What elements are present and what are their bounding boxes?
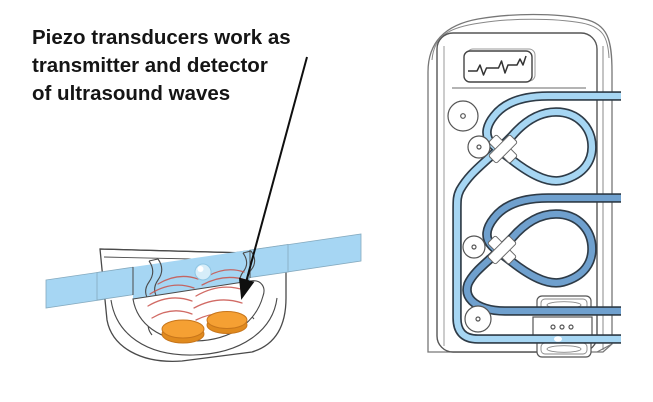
piezo-transducer-right [206, 311, 248, 334]
tube-cross-connector-upper [488, 134, 518, 164]
piezo-transducer-left [161, 319, 205, 344]
ecg-display [463, 50, 533, 83]
housing-front-wall-line [110, 297, 278, 356]
knob-large [447, 100, 479, 132]
air-bubble [194, 263, 212, 281]
knob-small-middle [462, 235, 486, 259]
ecg-waveform-icon [468, 55, 527, 76]
device-shell-inner-arch [431, 18, 610, 61]
clamp-indicator-dots [550, 324, 574, 330]
roller-knobs [447, 100, 492, 333]
annotation-line-3: of ultrasound waves [32, 82, 231, 105]
annotation-text: Piezo transducers work as transmitter an… [32, 24, 332, 108]
annotation-arrow [238, 56, 308, 300]
tube-cross-connector-lower [487, 235, 517, 265]
infusion-device-diagram [427, 13, 621, 358]
knob-small-upper [467, 135, 491, 159]
tube-through-left-wall [96, 266, 134, 301]
annotation-line-1: Piezo transducers work as [32, 26, 291, 49]
tube-bubble [554, 336, 562, 342]
bubble-sensor-diagram [45, 56, 362, 362]
tubing-circuit-upper [452, 91, 621, 344]
annotation-line-2: transmitter and detector [32, 54, 268, 77]
clamp-block [532, 295, 593, 358]
knob-small-lower [464, 305, 492, 333]
panel-bottom-slant-line [596, 343, 613, 353]
